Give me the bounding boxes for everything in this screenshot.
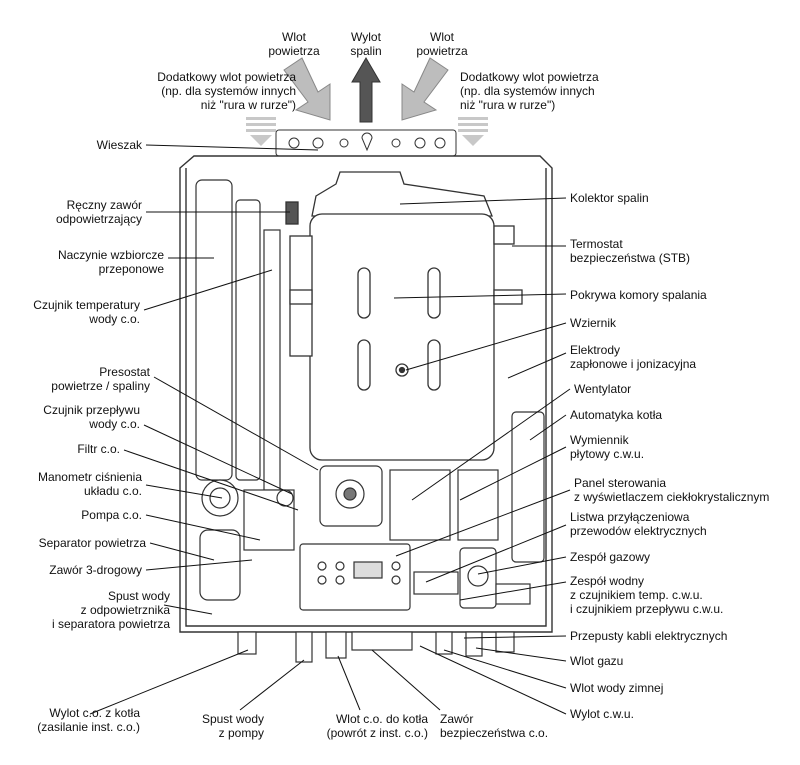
- label-bottom-0: Wylot c.o. z kotła (zasilanie inst. c.o.…: [37, 706, 140, 734]
- label-right-12: Przepusty kabli elektrycznych: [570, 629, 728, 643]
- label-left-7: Manometr ciśnienia układu c.o.: [37, 470, 142, 498]
- expansion-vessel: [195, 179, 281, 491]
- label-right-1: Termostat bezpieczeństwa (STB): [570, 237, 691, 265]
- flue-out-arrow: [351, 57, 381, 123]
- bottom-connections: [237, 631, 515, 663]
- label-right-10: Zespół gazowy: [570, 550, 651, 564]
- label-right-11: Zespół wodny z czujnikiem temp. c.w.u. i…: [570, 574, 724, 616]
- label-bottom-3: Zawór bezpieczeństwa c.o.: [440, 712, 549, 740]
- label-right-6: Automatyka kotła: [570, 408, 663, 422]
- label-left-8: Pompa c.o.: [81, 508, 142, 522]
- label-right-15: Wylot c.w.u.: [570, 707, 634, 721]
- label-left-0: Wieszak: [96, 138, 142, 152]
- label-right-2: Pokrywa komory spalania: [570, 288, 707, 302]
- label-right-9: Listwa przyłączeniowa przewodów elektryc…: [570, 510, 707, 538]
- label-flue-out: Wylot spalin: [350, 30, 382, 58]
- label-left-1: Ręczny zawór odpowietrzający: [55, 198, 142, 226]
- label-left-4: Presostat powietrze / spaliny: [51, 365, 150, 393]
- label-bottom-1: Spust wody z pompy: [201, 712, 264, 740]
- leader-lines: [89, 144, 571, 715]
- extra-air-arrow-left: [246, 117, 276, 146]
- air-in-arrow-right: [401, 57, 449, 121]
- label-left-2: Naczynie wzbiorcze przeponowe: [57, 248, 164, 276]
- label-right-7: Wymiennik płytowy c.w.u.: [570, 433, 645, 461]
- label-right-14: Wlot wody zimnej: [570, 681, 664, 695]
- label-left-9: Separator powietrza: [38, 536, 146, 550]
- label-left-6: Filtr c.o.: [77, 442, 120, 456]
- label-right-5: Wentylator: [574, 382, 632, 396]
- label-right-3: Wziernik: [570, 316, 617, 330]
- hanger-plate: [275, 129, 457, 157]
- label-left-11: Spust wody z odpowietrznika i separatora…: [51, 589, 170, 631]
- label-left-10: Zawór 3-drogowy: [49, 563, 142, 577]
- label-right-0: Kolektor spalin: [570, 191, 649, 205]
- boiler-casing: [179, 155, 553, 633]
- label-right-13: Wlot gazu: [570, 654, 624, 668]
- label-right-4: Elektrody zapłonowe i jonizacyjna: [570, 343, 697, 371]
- label-extra-air-left: Dodatkowy wlot powietrza (np. dla system…: [157, 70, 296, 112]
- extra-air-arrow-right: [458, 117, 488, 146]
- label-left-3: Czujnik temperatury wody c.o.: [33, 298, 140, 326]
- label-air-in-right: Wlot powietrza: [416, 30, 468, 58]
- combustion-chamber: [285, 171, 523, 461]
- label-right-8: Panel sterowania z wyświetlaczem ciekłok…: [574, 476, 770, 504]
- air-in-arrow-left: [283, 57, 331, 121]
- label-extra-air-right: Dodatkowy wlot powietrza (np. dla system…: [460, 70, 599, 112]
- label-air-in-left: Wlot powietrza: [268, 30, 320, 58]
- label-left-5: Czujnik przepływu wody c.o.: [43, 403, 140, 431]
- label-bottom-2: Wlot c.o. do kotła (powrót z inst. c.o.): [326, 712, 428, 740]
